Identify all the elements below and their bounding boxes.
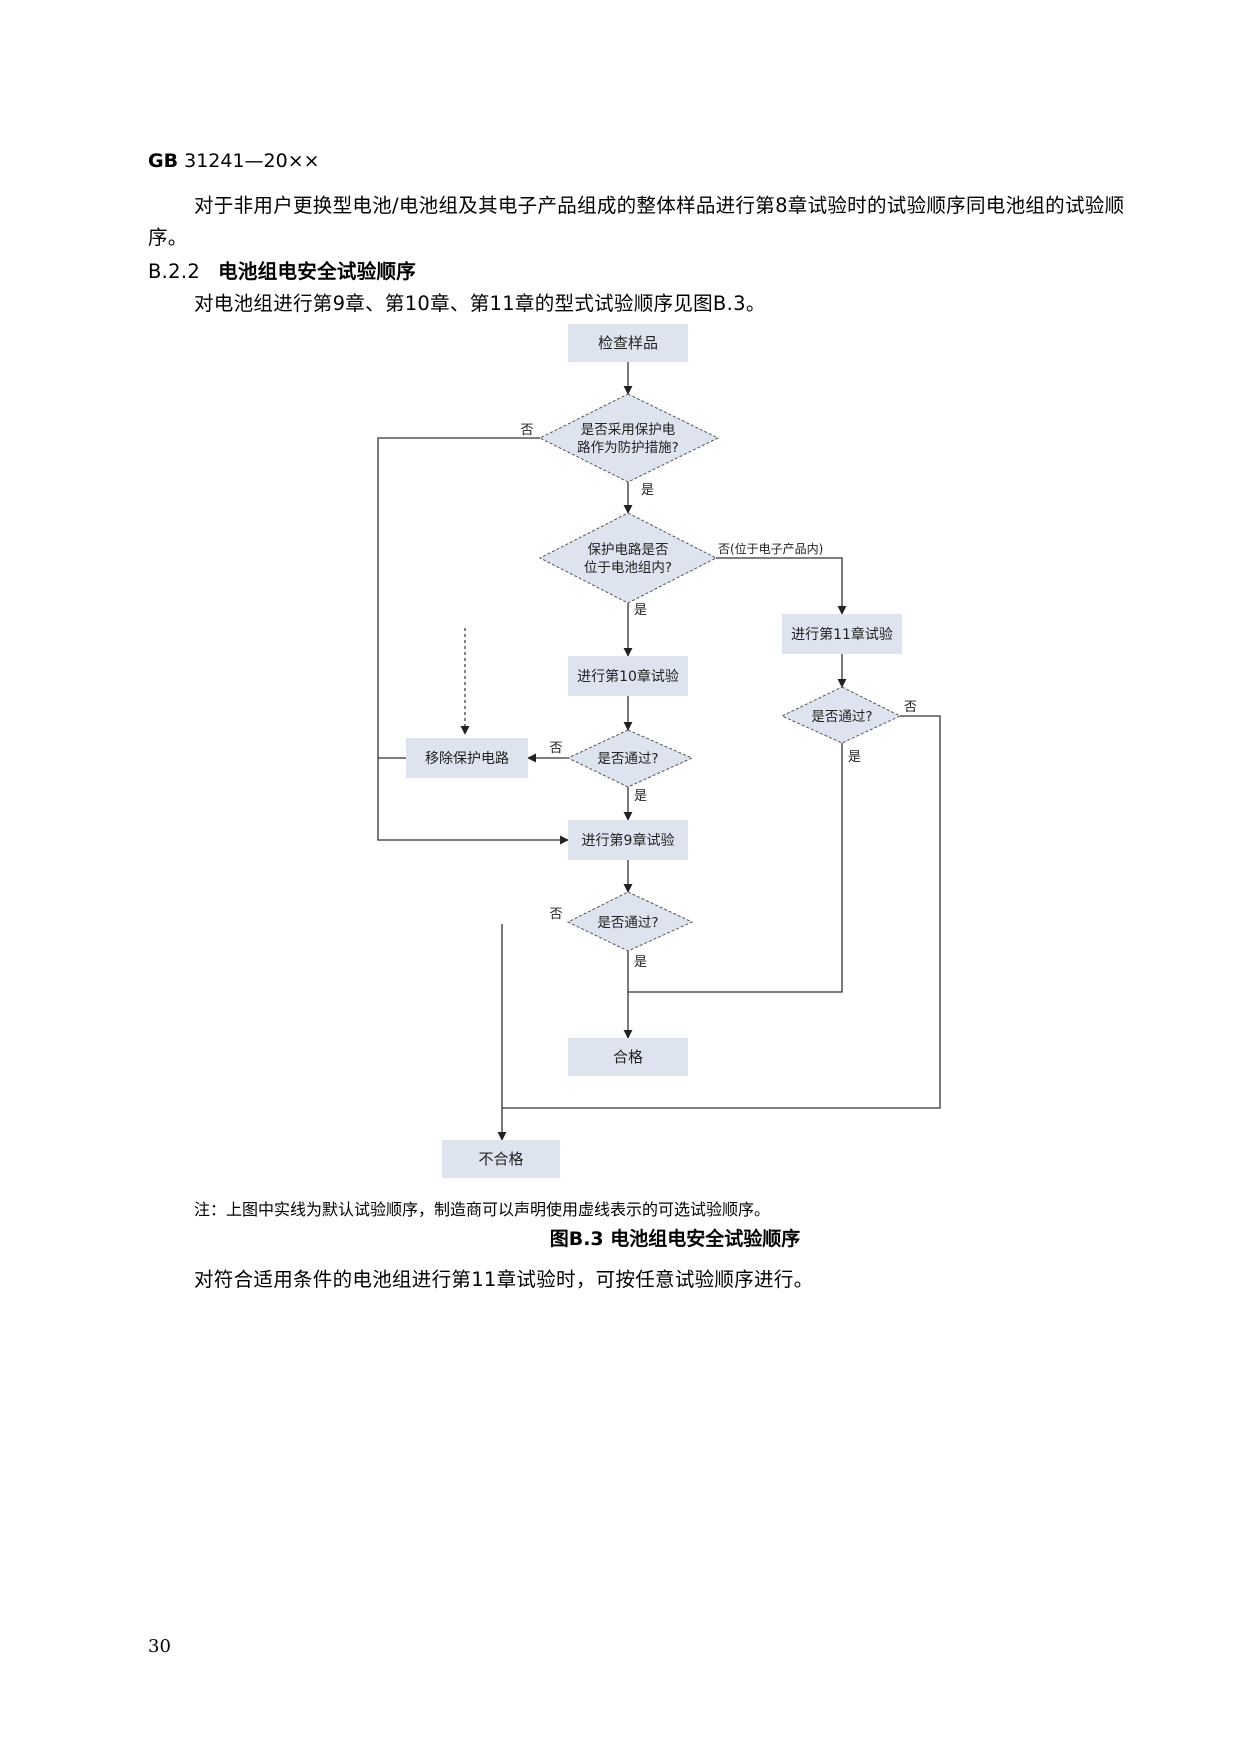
decision-ch11-pass: 是否通过? xyxy=(780,686,902,744)
decision-3-no-label: 否 xyxy=(549,741,562,756)
decision-2-yes-label: 是 xyxy=(634,603,647,618)
node-fail: 不合格 xyxy=(442,1140,560,1178)
decision-circuit-location: 保护电路是否 位于电池组内? xyxy=(538,512,718,604)
decision-5-yes-label: 是 xyxy=(634,955,647,970)
node-test-ch9-label: 进行第9章试验 xyxy=(582,832,675,849)
decision-ch10-pass: 是否通过? xyxy=(566,729,694,788)
node-start-label: 检查样品 xyxy=(598,334,658,352)
page-number: 30 xyxy=(148,1636,171,1657)
decision-1-line1: 是否采用保护电 xyxy=(581,422,676,438)
decision-5-label: 是否通过? xyxy=(597,915,658,931)
node-test-ch11-label: 进行第11章试验 xyxy=(791,626,893,643)
standard-prefix: GB xyxy=(148,150,179,172)
decision-5-no-label: 否 xyxy=(549,907,562,922)
decision-1-yes-label: 是 xyxy=(641,483,654,498)
paragraph-ch11-order: 对符合适用条件的电池组进行第11章试验时，可按任意试验顺序进行。 xyxy=(194,1268,814,1291)
node-test-ch9: 进行第9章试验 xyxy=(568,820,688,860)
flowchart: 检查样品 是否采用保护电 路作为防护措施? 否 是 保护电路是否 位于电池组内?… xyxy=(377,324,941,1178)
node-pass-label: 合格 xyxy=(613,1048,643,1066)
node-remove-circuit: 移除保护电路 xyxy=(406,738,528,778)
decision-4-yes-label: 是 xyxy=(848,750,861,765)
decision-2-no-label: 否(位于电子产品内) xyxy=(718,541,823,556)
decision-2-line1: 保护电路是否 xyxy=(588,542,669,558)
decision-3-label: 是否通过? xyxy=(597,751,658,767)
node-start: 检查样品 xyxy=(568,324,688,362)
decision-protection-circuit: 是否采用保护电 路作为防护措施? xyxy=(538,393,720,483)
section-heading: B.2.2 电池组电安全试验顺序 xyxy=(148,256,416,288)
decision-4-no-label: 否 xyxy=(904,700,917,715)
flow-connectors xyxy=(377,362,941,1141)
node-test-ch11: 进行第11章试验 xyxy=(782,614,902,654)
standard-header: GB 31241—20×× xyxy=(148,150,320,172)
node-pass: 合格 xyxy=(568,1038,688,1076)
decision-1-line2: 路作为防护措施? xyxy=(577,440,679,456)
section-number: B.2.2 xyxy=(148,260,201,283)
node-test-ch10-label: 进行第10章试验 xyxy=(577,668,679,685)
node-fail-label: 不合格 xyxy=(478,1150,523,1168)
decision-2-line2: 位于电池组内? xyxy=(584,560,672,576)
standard-code: 31241—20×× xyxy=(178,150,320,172)
node-remove-label: 移除保护电路 xyxy=(425,751,509,767)
paragraph-intro: 对于非用户更换型电池/电池组及其电子产品组成的整体样品进行第8章试验时的试验顺序… xyxy=(148,194,1125,249)
decision-3-yes-label: 是 xyxy=(634,789,647,804)
paragraph-sequence-ref: 对电池组进行第9章、第10章、第11章的型式试验顺序见图B.3。 xyxy=(194,292,766,315)
decision-ch9-pass: 是否通过? xyxy=(566,891,694,952)
decision-4-label: 是否通过? xyxy=(811,709,872,725)
figure-note: 注：上图中实线为默认试验顺序，制造商可以声明使用虚线表示的可选试验顺序。 xyxy=(194,1200,771,1219)
decision-1-no-label: 否 xyxy=(520,423,533,438)
figure-caption: 图B.3 电池组电安全试验顺序 xyxy=(549,1228,801,1250)
node-test-ch10: 进行第10章试验 xyxy=(568,656,688,696)
section-title: 电池组电安全试验顺序 xyxy=(218,260,417,283)
